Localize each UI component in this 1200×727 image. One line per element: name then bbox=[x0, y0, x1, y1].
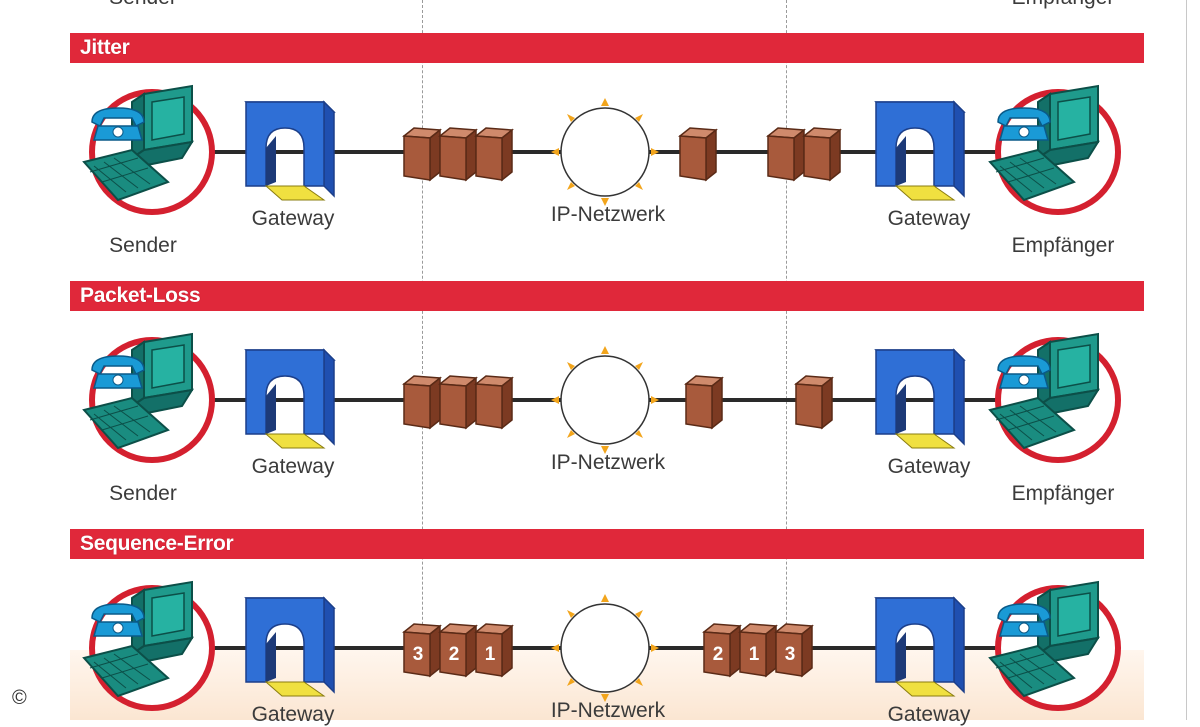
section-bar-sequence-error: Sequence-Error bbox=[70, 529, 1144, 559]
network-label: IP-Netzwerk bbox=[550, 203, 666, 226]
ip-network-icon bbox=[550, 593, 660, 703]
copyright-symbol: © bbox=[12, 687, 27, 709]
packet-icon bbox=[679, 127, 717, 181]
receiver-label: Empfänger bbox=[1011, 482, 1115, 505]
section-title-jitter: Jitter bbox=[80, 36, 130, 59]
sender-label-top: Sender bbox=[109, 0, 177, 10]
frame-edge bbox=[1186, 0, 1187, 720]
gateway-label-left: Gateway bbox=[251, 703, 335, 726]
gateway-label-right: Gateway bbox=[887, 207, 971, 230]
packet-number: 3 bbox=[785, 644, 796, 665]
sender-label: Sender bbox=[109, 234, 177, 257]
packet-icon bbox=[403, 375, 441, 429]
sender-computer-icon bbox=[84, 86, 212, 212]
receiver-computer-icon bbox=[990, 86, 1118, 212]
packet-number: 1 bbox=[749, 644, 760, 665]
receiver-label-top: Empfänger bbox=[1012, 0, 1115, 10]
section-bar-jitter: Jitter bbox=[70, 33, 1144, 63]
packet-icon bbox=[803, 127, 841, 181]
sender-computer-icon bbox=[84, 334, 212, 460]
ip-network-icon bbox=[550, 345, 660, 455]
ip-network-icon bbox=[550, 97, 660, 207]
packet-icon bbox=[767, 127, 805, 181]
sender-computer-icon bbox=[84, 582, 212, 708]
gateway-label-right: Gateway bbox=[887, 703, 971, 726]
packet-icon bbox=[439, 127, 477, 181]
section-title-packet-loss: Packet-Loss bbox=[80, 284, 201, 307]
gateway-label-left: Gateway bbox=[251, 207, 335, 230]
gateway-label-left: Gateway bbox=[251, 455, 335, 478]
gateway-label-right: Gateway bbox=[887, 455, 971, 478]
packet-icon bbox=[685, 375, 723, 429]
packet-icon bbox=[475, 375, 513, 429]
packet-icon bbox=[795, 375, 833, 429]
sender-label: Sender bbox=[109, 482, 177, 505]
packet-number: 1 bbox=[485, 644, 496, 665]
packet-icon bbox=[439, 375, 477, 429]
section-bar-packet-loss: Packet-Loss bbox=[70, 281, 1144, 311]
receiver-computer-icon bbox=[990, 334, 1118, 460]
receiver-computer-icon bbox=[990, 582, 1118, 708]
section-title-sequence-error: Sequence-Error bbox=[80, 532, 234, 555]
divider-right bbox=[786, 0, 787, 720]
packet-number: 3 bbox=[413, 644, 424, 665]
packet-icon bbox=[475, 127, 513, 181]
network-label: IP-Netzwerk bbox=[550, 451, 666, 474]
packet-number: 2 bbox=[449, 644, 460, 665]
packet-icon bbox=[403, 127, 441, 181]
divider-left bbox=[422, 0, 423, 720]
packet-number: 2 bbox=[713, 644, 724, 665]
receiver-label: Empfänger bbox=[1011, 234, 1115, 257]
network-label: IP-Netzwerk bbox=[550, 699, 666, 722]
